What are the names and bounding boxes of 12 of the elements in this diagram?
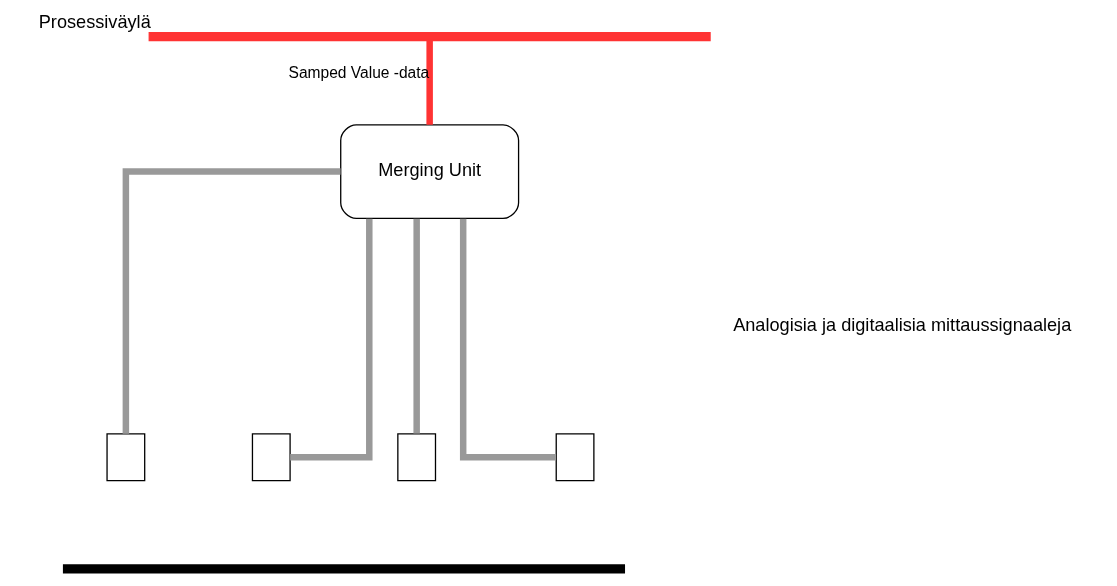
connector [413, 218, 420, 434]
label: Analogisia ja digitaalisia mittaussignaaleja [733, 314, 1072, 335]
node-bar [62, 564, 626, 574]
node-box [555, 433, 595, 482]
node-box [106, 433, 146, 482]
node-box: Merging Unit [340, 124, 520, 219]
connector [426, 40, 433, 125]
connector [459, 218, 557, 461]
node-label: Prosessiväylä [38, 11, 151, 32]
node-box [397, 433, 437, 482]
node-bar [148, 32, 711, 42]
node-box [251, 433, 291, 482]
